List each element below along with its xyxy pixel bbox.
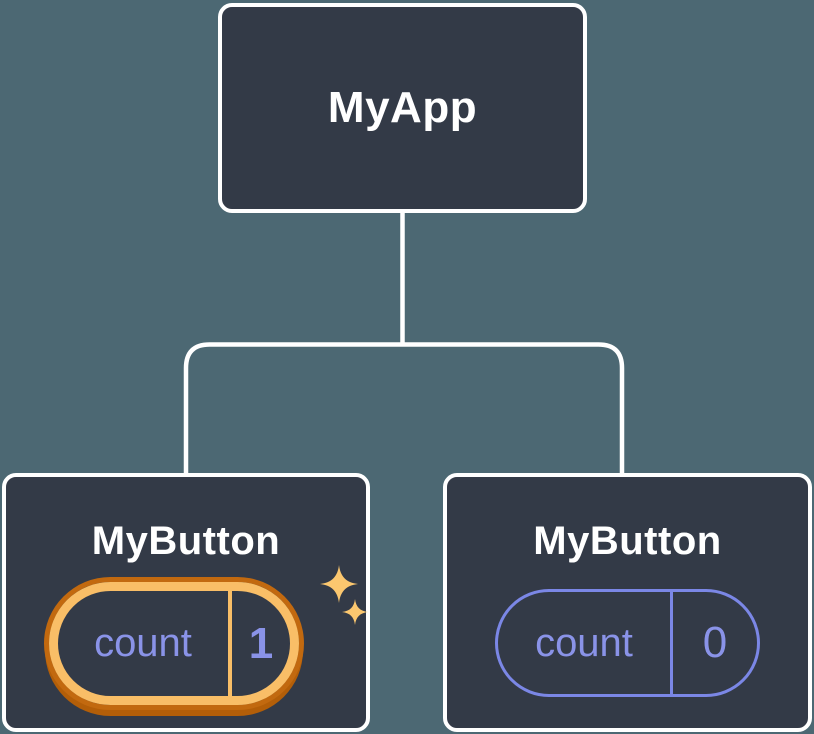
state-pill: count 0 xyxy=(495,589,760,697)
sparkle-icon xyxy=(342,599,368,625)
node-label: MyButton xyxy=(91,519,281,563)
state-pill-highlighted: count 1 xyxy=(49,582,299,705)
state-key-label: count xyxy=(535,620,633,665)
node-label: MyButton xyxy=(533,519,722,563)
node-mybutton-left: MyButton count 1 xyxy=(2,473,370,732)
state-value: 0 xyxy=(702,618,728,667)
sparkle-icon xyxy=(320,565,358,603)
node-label: MyApp xyxy=(327,83,478,132)
state-key-label: count xyxy=(94,621,192,665)
state-divider xyxy=(228,591,232,696)
node-mybutton-right: MyButton count 0 xyxy=(443,473,812,732)
state-value: 1 xyxy=(248,618,274,668)
connector-branches xyxy=(183,342,625,475)
node-myapp: MyApp xyxy=(218,3,587,213)
state-divider xyxy=(670,592,673,694)
